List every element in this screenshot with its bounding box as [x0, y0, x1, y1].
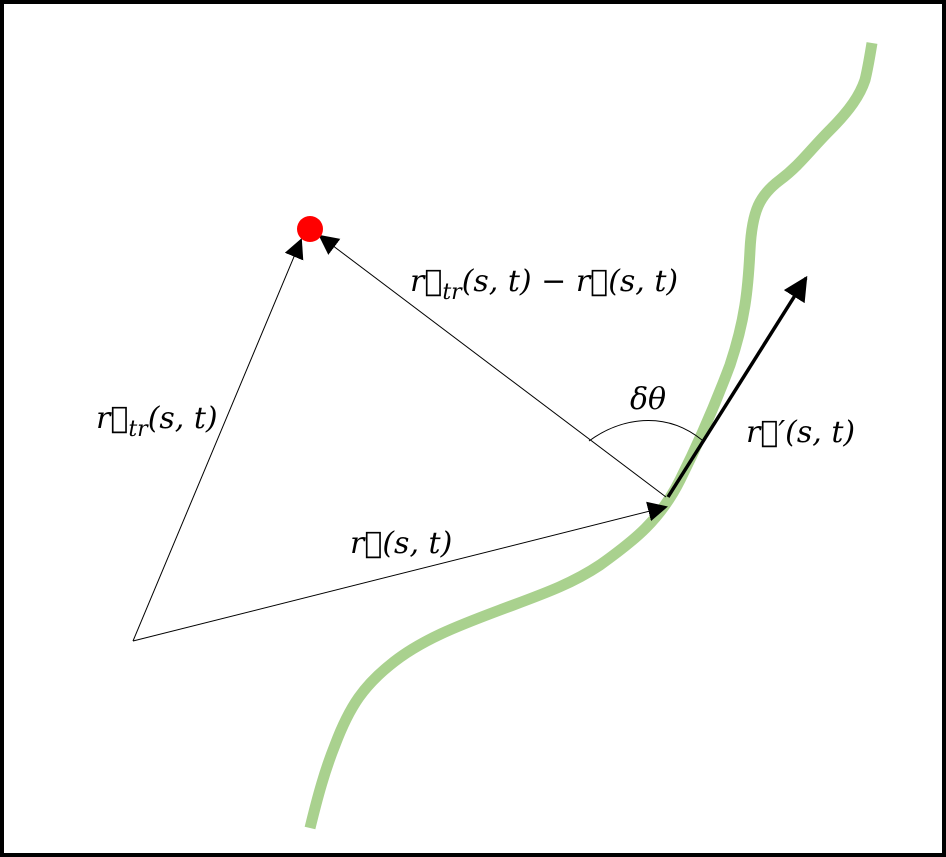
label-r-tr: r⃗tr(s, t) [96, 401, 218, 442]
label-difference: r⃗tr(s, t) − r⃗(s, t) [410, 264, 678, 305]
tangent-vector [666, 275, 808, 498]
label-r: r⃗(s, t) [350, 526, 452, 561]
target-point [297, 216, 323, 242]
r-vector [132, 501, 668, 642]
angle-arc [588, 420, 703, 442]
r-tr-vector [132, 238, 304, 642]
label-r-prime: r⃗′(s, t) [746, 415, 855, 450]
difference-vector [318, 234, 667, 498]
label-angle: δθ [630, 382, 666, 417]
